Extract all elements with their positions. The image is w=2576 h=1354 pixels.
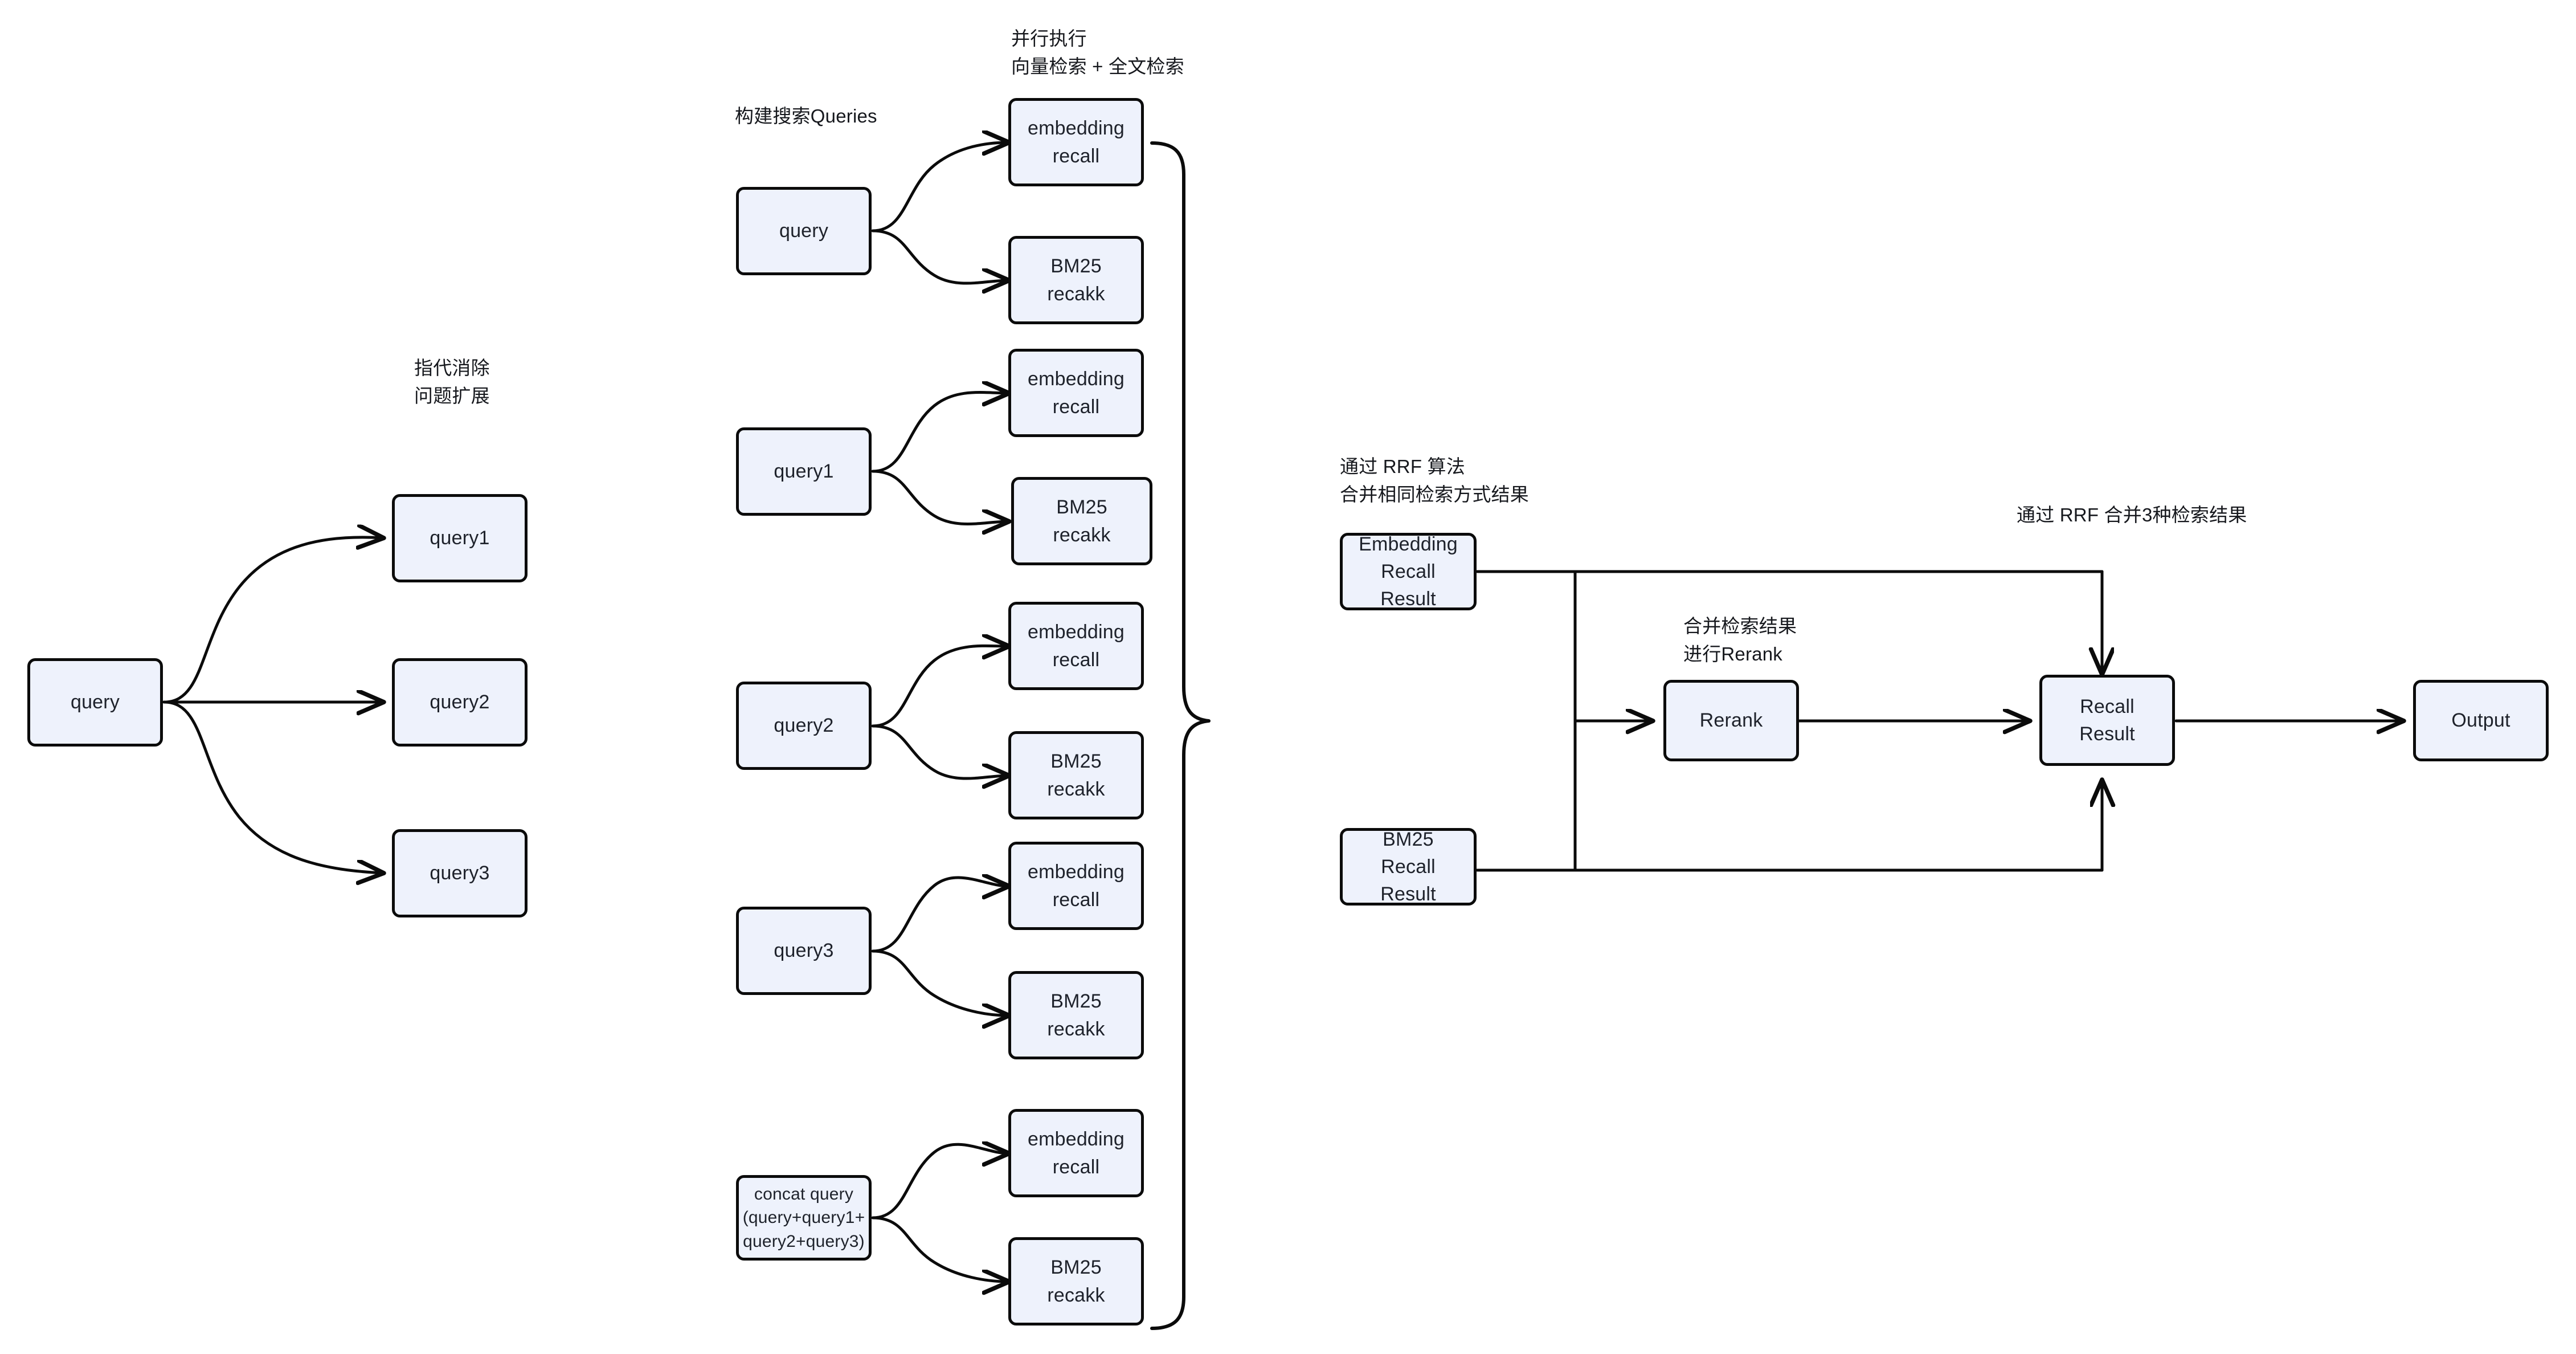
node-embedding-recall-result[interactable]: Embedding Recall Result [1340,533,1477,610]
edge-q3-bm25 [871,949,1008,1016]
node-src-query2[interactable]: query2 [736,682,872,770]
node-bm25-recakk-3[interactable]: BM25 recakk [1008,971,1144,1059]
node-bm25-recakk-1[interactable]: BM25 recakk [1011,477,1152,565]
node-bm25-recakk-4[interactable]: BM25 recakk [1008,1237,1144,1326]
edge-q1-emb [871,393,1008,473]
node-rerank[interactable]: Rerank [1663,680,1799,761]
node-bm25-recakk-2[interactable]: BM25 recakk [1008,731,1144,819]
edge-q1-bm25 [871,470,1008,524]
edge-concat-bm25 [871,1216,1008,1282]
edge-q3-emb [871,878,1008,953]
node-src-concat-query[interactable]: concat query (query+query1+ query2+query… [736,1175,872,1261]
annotation-merge-rerank: 合并检索结果 进行Rerank [1683,615,1797,664]
node-bm25-recakk-0[interactable]: BM25 recakk [1008,236,1144,324]
node-query1[interactable]: query1 [392,494,528,582]
annotation-rewrite: 指代消除 问题扩展 [414,357,490,406]
node-embedding-recall-2[interactable]: embedding recall [1008,602,1144,690]
annotation-build-queries: 构建搜索Queries [735,105,877,127]
node-src-query3[interactable]: query3 [736,907,872,995]
edge-q0-bm25 [871,229,1008,283]
node-embedding-recall-3[interactable]: embedding recall [1008,842,1144,930]
node-src-query1[interactable]: query1 [736,427,872,516]
node-embedding-recall-1[interactable]: embedding recall [1008,349,1144,437]
node-bm25-recall-result[interactable]: BM25 Recall Result [1340,828,1477,906]
node-query-root[interactable]: query [27,658,163,747]
edge-query-to-query3 [162,700,383,873]
annotation-parallel-execution: 并行执行 向量检索 + 全文检索 [1011,28,1184,77]
node-query2[interactable]: query2 [392,658,528,747]
edge-query-to-query1 [162,537,383,704]
grouping-brace [1150,141,1211,1330]
node-src-query[interactable]: query [736,187,872,275]
edge-concat-emb [871,1144,1008,1220]
annotation-rrf-3-results: 通过 RRF 合并3种检索结果 [2017,504,2247,525]
node-embedding-recall-4[interactable]: embedding recall [1008,1109,1144,1197]
node-embedding-recall-0[interactable]: embedding recall [1008,98,1144,186]
node-recall-result[interactable]: Recall Result [2039,675,2175,766]
edge-q0-emb [871,142,1008,233]
edge-q2-emb [871,646,1008,728]
node-output[interactable]: Output [2413,680,2549,761]
node-query3[interactable]: query3 [392,829,528,917]
edge-q2-bm25 [871,724,1008,778]
annotation-rrf-same-method: 通过 RRF 算法 合并相同检索方式结果 [1340,456,1529,505]
